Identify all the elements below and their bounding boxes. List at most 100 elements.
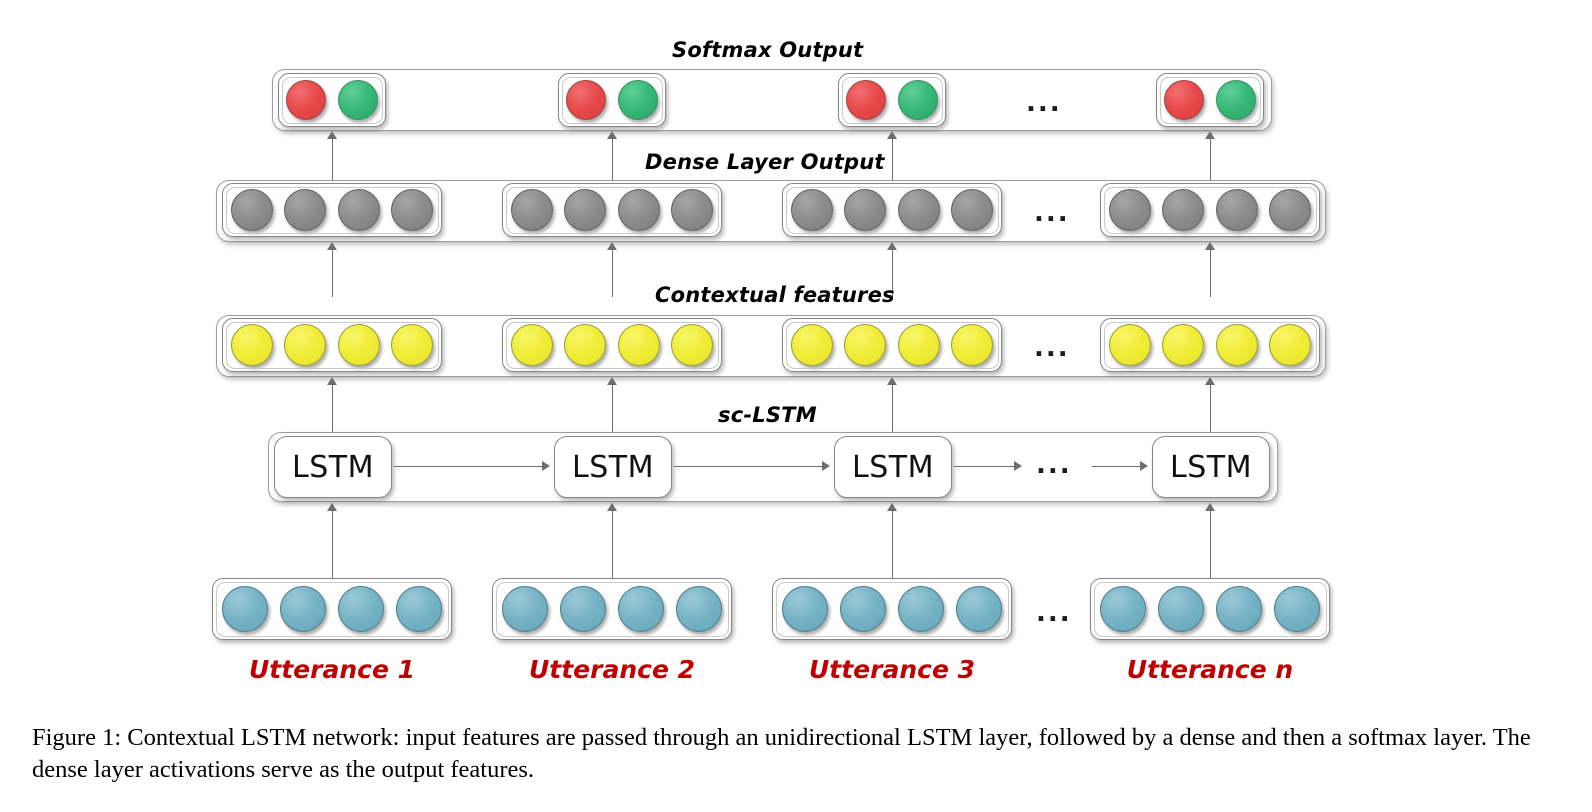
connector-lstm-to-contextual-1-arrowhead-icon	[327, 377, 337, 385]
input-node-icon	[956, 586, 1002, 632]
connector-input-to-lstm-3-arrowhead-icon	[887, 503, 897, 511]
utterance-label-3: Utterance 3	[808, 655, 976, 684]
softmax-group-n[interactable]	[1156, 73, 1264, 127]
connector-dense-to-softmax-1-arrowhead-icon	[327, 131, 337, 139]
connector-lstm-to-contextual-3-arrowhead-icon	[887, 377, 897, 385]
layer-title-dense: Dense Layer Output	[645, 150, 885, 174]
connector-input-to-lstm-2-arrowhead-icon	[607, 503, 617, 511]
layer-title-lstm: sc-LSTM	[718, 403, 817, 427]
dense-node-icon	[1268, 189, 1311, 231]
figure-caption: Figure 1: Contextual LSTM network: input…	[32, 724, 1531, 784]
dense-node-icon	[337, 189, 380, 231]
contextual-node-icon	[1109, 324, 1151, 366]
dense-node-icon	[231, 189, 273, 231]
contextual-node-icon	[1268, 324, 1311, 366]
connector-lstm-to-contextual-n-arrowhead-icon	[1205, 377, 1215, 385]
connector-input-to-lstm-2	[612, 510, 613, 578]
softmax-node-green-icon	[338, 80, 378, 120]
layer-title-softmax: Softmax Output	[672, 38, 864, 62]
utterance-label-n: Utterance n	[1126, 655, 1294, 684]
connector-contextual-to-dense-3	[892, 249, 893, 297]
contextual-node-icon	[231, 324, 273, 366]
softmax-layer-band	[272, 69, 1272, 131]
connector-dense-to-softmax-1	[332, 138, 333, 186]
recurrent-arrow-2-to-3-arrowhead-icon	[822, 461, 830, 471]
recurrent-arrow-ellipsis-to-n	[1092, 466, 1142, 467]
recurrent-arrow-1-to-2	[394, 466, 544, 467]
dense-node-icon	[791, 189, 833, 231]
contextual-node-icon	[670, 324, 713, 366]
contextual-node-icon	[337, 324, 380, 366]
lstm-cell-2[interactable]: LSTM	[554, 436, 672, 498]
softmax-node-red-icon	[286, 80, 326, 120]
connector-dense-to-softmax-n	[1210, 138, 1211, 186]
lstm-cell-label: LSTM	[292, 449, 374, 485]
lstm-cell-label: LSTM	[1170, 449, 1252, 485]
connector-dense-to-softmax-n-arrowhead-icon	[1205, 131, 1215, 139]
softmax-node-red-icon	[1164, 80, 1204, 120]
lstm-layer-band	[268, 432, 1278, 502]
dense-node-icon	[511, 189, 553, 231]
contextual-node-icon	[844, 324, 887, 366]
connector-lstm-to-contextual-2	[612, 384, 613, 432]
dense-node-icon	[564, 189, 607, 231]
input-group-n[interactable]	[1090, 578, 1330, 640]
dense-group-2[interactable]	[502, 183, 722, 237]
input-group-2[interactable]	[492, 578, 732, 640]
input-node-icon	[898, 586, 944, 632]
lstm-cell-n[interactable]: LSTM	[1152, 436, 1270, 498]
contextual-group-3[interactable]	[782, 318, 1002, 372]
dense-node-icon	[617, 189, 660, 231]
contextual-node-icon	[1162, 324, 1205, 366]
input-node-icon	[338, 586, 384, 632]
recurrent-arrow-ellipsis-to-n-arrowhead-icon	[1140, 461, 1148, 471]
connector-input-to-lstm-1	[332, 510, 333, 578]
connector-dense-to-softmax-2	[612, 138, 613, 186]
recurrent-arrow-1-to-2-arrowhead-icon	[542, 461, 550, 471]
input-node-icon	[280, 586, 326, 632]
dense-node-icon	[390, 189, 433, 231]
softmax-node-green-icon	[898, 80, 938, 120]
lstm-cell-3[interactable]: LSTM	[834, 436, 952, 498]
input-group-1[interactable]	[212, 578, 452, 640]
connector-contextual-to-dense-1-arrowhead-icon	[327, 242, 337, 250]
connector-input-to-lstm-n	[1210, 510, 1211, 578]
dense-node-icon	[950, 189, 993, 231]
contextual-group-2[interactable]	[502, 318, 722, 372]
connector-contextual-to-dense-3-arrowhead-icon	[887, 242, 897, 250]
input-node-icon	[1274, 586, 1320, 632]
softmax-group-2[interactable]	[558, 73, 666, 127]
input-row-ellipsis: ...	[1036, 598, 1072, 628]
dense-node-icon	[844, 189, 887, 231]
layer-title-contextual: Contextual features	[655, 283, 895, 307]
input-node-icon	[1158, 586, 1204, 632]
input-node-icon	[1100, 586, 1146, 632]
contextual-node-icon	[950, 324, 993, 366]
connector-input-to-lstm-1-arrowhead-icon	[327, 503, 337, 511]
connector-input-to-lstm-3	[892, 510, 893, 578]
recurrent-arrow-3-to-ellipsis	[954, 466, 1016, 467]
recurrent-arrow-2-to-3	[674, 466, 824, 467]
dense-group-1[interactable]	[222, 183, 442, 237]
contextual-node-icon	[390, 324, 433, 366]
input-node-icon	[676, 586, 722, 632]
dense-node-icon	[1215, 189, 1258, 231]
lstm-cell-1[interactable]: LSTM	[274, 436, 392, 498]
connector-lstm-to-contextual-1	[332, 384, 333, 432]
connector-dense-to-softmax-2-arrowhead-icon	[607, 131, 617, 139]
contextual-group-1[interactable]	[222, 318, 442, 372]
connector-lstm-to-contextual-2-arrowhead-icon	[607, 377, 617, 385]
connector-contextual-to-dense-2	[612, 249, 613, 297]
input-node-icon	[396, 586, 442, 632]
input-group-3[interactable]	[772, 578, 1012, 640]
contextual-group-n[interactable]	[1100, 318, 1320, 372]
contextual-node-icon	[564, 324, 607, 366]
softmax-group-1[interactable]	[278, 73, 386, 127]
contextual-node-icon	[511, 324, 553, 366]
input-node-icon	[560, 586, 606, 632]
dense-group-n[interactable]	[1100, 183, 1320, 237]
input-node-icon	[618, 586, 664, 632]
softmax-group-3[interactable]	[838, 73, 946, 127]
input-node-icon	[502, 586, 548, 632]
dense-group-3[interactable]	[782, 183, 1002, 237]
